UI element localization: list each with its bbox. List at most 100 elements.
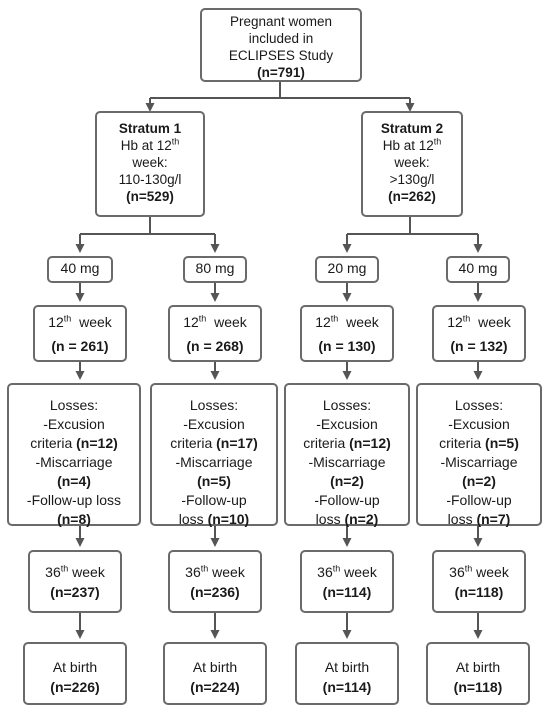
arm-2-losses: Losses: -Excusion criteria (n=17) -Misca…	[150, 383, 278, 529]
arm-4-birth: At birth (n=118)	[426, 642, 530, 705]
arm-4-week12-sup: th	[462, 313, 471, 324]
stratum-1-range: 110-130g/l	[118, 172, 182, 187]
arm-1-losses: Losses: -Excusion criteria (n=12) -Misca…	[7, 383, 141, 527]
arm-2-week12: 12th week (n = 268)	[168, 305, 262, 362]
arm-2-losses-l6-count: (n=10)	[207, 511, 250, 527]
root-line-1: Pregnant women	[229, 14, 333, 29]
arm-2-losses-l1: -Excusion	[183, 416, 245, 432]
stratum-1-hb: Hb at 12th	[97, 137, 203, 154]
stratum-1-title: Stratum 1	[118, 121, 182, 136]
arm-3-week36-sup: th	[332, 563, 341, 574]
arm-3-losses-l3: -Miscarriage	[308, 454, 386, 470]
stratum-2-range: >130g/l	[389, 172, 435, 187]
arm-3-week12-num: 12	[315, 314, 331, 330]
arm-2-week12-word: week	[214, 314, 247, 330]
stratum-1-week: week:	[132, 155, 168, 170]
arm-1-losses-title: Losses:	[49, 397, 99, 413]
arm-3-dose: 20 mg	[315, 256, 379, 283]
arm-3-week36-label: 36th week	[302, 562, 392, 582]
arm-1-birth-count: (n=226)	[50, 679, 100, 695]
arm-1-losses-l1: -Excusion	[43, 416, 105, 432]
arm-3-birth: At birth (n=114)	[295, 642, 399, 705]
arm-1-losses-l6: (n=8)	[57, 511, 91, 527]
arm-2-losses-l5: -Follow-up	[181, 492, 247, 508]
stratum-2-hb: Hb at 12th	[363, 137, 461, 154]
arm-4-losses-l1: -Excusion	[448, 416, 510, 432]
arm-3-losses: Losses: -Excusion criteria (n=12) -Misca…	[284, 383, 410, 529]
arm-3-week36-num: 36	[317, 564, 333, 580]
arm-1-week36-count: (n=237)	[50, 584, 100, 600]
arm-1-losses-l2-count: (n=12)	[76, 435, 118, 451]
arm-2-week12-label: 12th week	[170, 312, 260, 332]
arm-4-week36-count: (n=118)	[454, 584, 504, 600]
arm-3-week36-word: week	[344, 564, 377, 580]
stratum-2-title: Stratum 2	[380, 121, 444, 136]
arm-4-week36-num: 36	[449, 564, 465, 580]
arm-3-week36-count: (n=114)	[322, 584, 372, 600]
arm-4-dose: 40 mg	[446, 256, 510, 283]
arm-1-week12-word: week	[79, 314, 112, 330]
arm-1-week36-label: 36th week	[30, 562, 120, 582]
arm-4-week36-label: 36th week	[434, 562, 524, 582]
arm-2-week36-label: 36th week	[170, 562, 260, 582]
arm-2-week36-num: 36	[185, 564, 201, 580]
arm-3-week12: 12th week (n = 130)	[300, 305, 394, 362]
arm-3-losses-l2: criteria (n=12)	[286, 434, 408, 453]
arm-2-birth: At birth (n=224)	[163, 642, 267, 705]
stratum-1-count: (n=529)	[126, 189, 174, 204]
arm-2-losses-l2: criteria (n=17)	[152, 434, 276, 453]
root-node: Pregnant women included in ECLIPSES Stud…	[200, 8, 362, 82]
arm-2-week36-sup: th	[200, 563, 209, 574]
arm-4-week12-label: 12th week	[434, 312, 524, 332]
arm-1-week36: 36th week (n=237)	[28, 550, 122, 613]
stratum-2-node: Stratum 2 Hb at 12th week: >130g/l (n=26…	[361, 111, 463, 217]
arm-1-week36-word: week	[72, 564, 105, 580]
arm-1-week36-sup: th	[60, 563, 69, 574]
arm-4-week12-word: week	[478, 314, 511, 330]
arm-1-week12-label: 12th week	[35, 312, 125, 332]
arm-1-losses-l4: (n=4)	[57, 473, 91, 489]
arm-3-week12-sup: th	[330, 313, 339, 324]
arm-2-losses-l6-text: loss	[178, 511, 208, 527]
arm-4-losses-l2-count: (n=5)	[485, 435, 519, 451]
arm-1-birth-label: At birth	[52, 659, 98, 675]
arm-2-losses-l3: -Miscarriage	[175, 454, 253, 470]
arm-4-week36: 36th week (n=118)	[432, 550, 526, 613]
arm-2-dose: 80 mg	[183, 256, 247, 283]
arm-2-week36-word: week	[212, 564, 245, 580]
arm-2-losses-l6: loss (n=10)	[152, 510, 276, 529]
stratum-2-week: week:	[394, 155, 430, 170]
stratum-2-hb-sup: th	[433, 136, 442, 147]
arm-3-losses-l6: loss (n=2)	[286, 510, 408, 529]
arm-4-losses: Losses: -Excusion criteria (n=5) -Miscar…	[416, 383, 542, 527]
arm-2-birth-count: (n=224)	[190, 679, 240, 695]
arm-4-week12-count: (n = 132)	[450, 338, 508, 354]
arm-1-week12-count: (n = 261)	[51, 338, 109, 354]
arm-3-losses-l1: -Excusion	[316, 416, 378, 432]
arm-1-losses-l2-text: criteria	[30, 435, 77, 451]
arm-3-birth-count: (n=114)	[322, 679, 372, 695]
arm-2-losses-l2-count: (n=17)	[216, 435, 258, 451]
arm-3-week12-count: (n = 130)	[318, 338, 376, 354]
root-line-3: ECLIPSES Study	[228, 48, 334, 63]
arm-3-birth-label: At birth	[324, 659, 370, 675]
arm-4-losses-l3: -Miscarriage	[440, 454, 518, 470]
stratum-1-hb-prefix: Hb at 12	[120, 138, 172, 153]
arm-2-week36-count: (n=236)	[190, 584, 240, 600]
arm-2-birth-label: At birth	[192, 659, 238, 675]
root-line-2: included in	[248, 31, 314, 46]
arm-1-losses-l2: criteria (n=12)	[9, 434, 139, 453]
arm-4-losses-l2: criteria (n=5)	[418, 434, 540, 453]
arm-2-week36: 36th week (n=236)	[168, 550, 262, 613]
arm-3-losses-title: Losses:	[322, 397, 372, 413]
arm-1-dose: 40 mg	[47, 256, 113, 283]
arm-2-losses-l4: (n=5)	[197, 473, 231, 489]
arm-4-week36-sup: th	[464, 563, 473, 574]
arm-4-week36-word: week	[476, 564, 509, 580]
arm-1-birth: At birth (n=226)	[23, 642, 127, 705]
arm-2-losses-l2-text: criteria	[170, 435, 217, 451]
arm-4-losses-l4: (n=2)	[462, 473, 496, 489]
arm-3-losses-l4: (n=2)	[330, 473, 364, 489]
arm-2-week12-sup: th	[198, 313, 207, 324]
